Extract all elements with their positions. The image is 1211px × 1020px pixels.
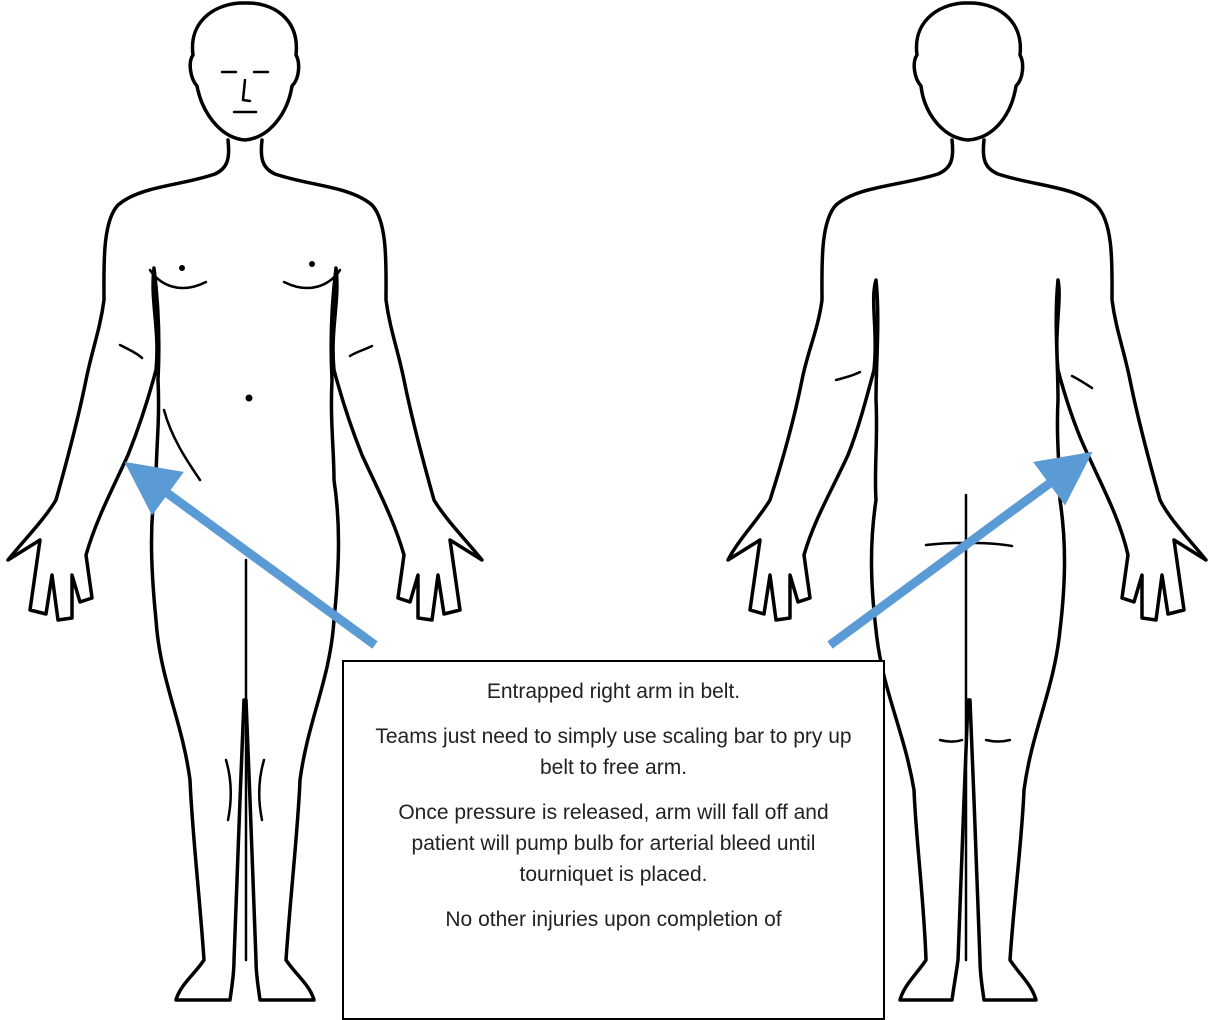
back-head: [914, 3, 1022, 140]
note-line-2: Teams just need to simply use scaling ba…: [366, 721, 861, 783]
injury-note-box: Entrapped right arm in belt. Teams just …: [342, 660, 885, 1020]
note-line-4: No other injuries upon completion of: [366, 904, 861, 935]
front-head: [190, 3, 298, 140]
front-face-features: [222, 72, 268, 112]
note-line-3: Once pressure is released, arm will fall…: [366, 797, 861, 890]
arrow-front: [152, 482, 375, 645]
note-line-1: Entrapped right arm in belt.: [366, 676, 861, 707]
arrow-back: [830, 472, 1065, 645]
